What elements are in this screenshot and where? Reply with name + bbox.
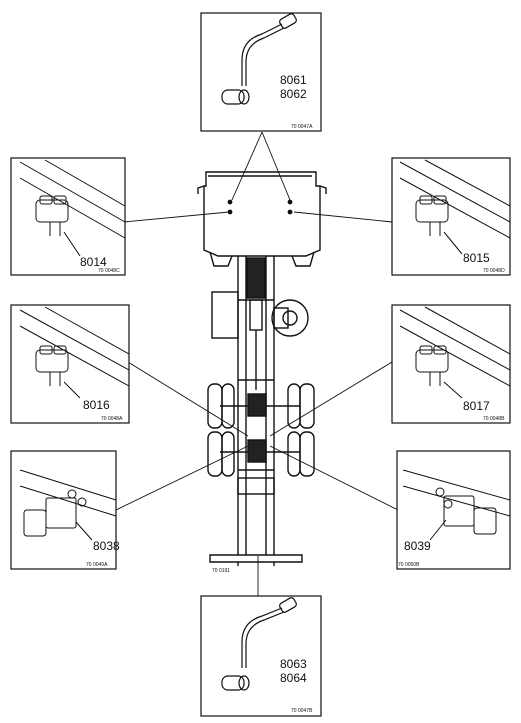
panel-8017: 8017 70 0048B bbox=[391, 304, 511, 424]
truck-chassis bbox=[197, 171, 327, 566]
leader-8039 bbox=[269, 445, 399, 511]
leader-lines bbox=[115, 131, 399, 596]
label-8017: 8017 bbox=[463, 399, 490, 413]
solenoid-valve-illustration bbox=[402, 469, 511, 541]
panel-8016: 8016 70 0048A bbox=[10, 304, 130, 424]
panel-8014-ref: 70 0048C bbox=[98, 268, 120, 274]
leader-8016 bbox=[127, 361, 249, 437]
cab-outline bbox=[197, 171, 327, 267]
chassis-ref: 70 0191 bbox=[212, 568, 230, 574]
panel-8038: 8038 70 0049A bbox=[10, 450, 120, 570]
panel-bottom-ref: 70 0047B bbox=[291, 708, 313, 714]
panel-8016-ref: 70 0048A bbox=[101, 416, 123, 422]
rear-cross-member bbox=[209, 554, 303, 566]
label-8038: 8038 bbox=[93, 539, 120, 553]
label-8016: 8016 bbox=[83, 398, 110, 412]
leader-top-left bbox=[231, 131, 263, 201]
label-8061: 8061 bbox=[280, 73, 307, 87]
leader-top-right bbox=[261, 131, 291, 201]
panel-8014: 8014 70 0048C bbox=[10, 157, 126, 276]
panel-top: 8061 8062 70 0047A bbox=[200, 12, 322, 132]
label-8015: 8015 bbox=[463, 251, 490, 265]
label-8039: 8039 bbox=[404, 539, 431, 553]
speed-sensor-illustration bbox=[221, 597, 297, 691]
sensor-points bbox=[227, 199, 293, 215]
panel-8039-ref: 70 0050B bbox=[398, 562, 420, 568]
leader-8038 bbox=[115, 445, 249, 511]
panel-bottom: 8063 8064 70 0047B bbox=[200, 595, 322, 717]
label-8062: 8062 bbox=[280, 87, 307, 101]
label-8014: 8014 bbox=[80, 255, 107, 269]
leader-8014 bbox=[123, 211, 230, 223]
label-8064: 8064 bbox=[280, 671, 307, 685]
spare-wheel bbox=[271, 299, 309, 337]
panel-8015-ref: 70 0048D bbox=[483, 268, 505, 274]
pressure-sensor-illustration bbox=[19, 159, 126, 257]
leader-8015 bbox=[293, 211, 393, 223]
panel-8017-ref: 70 0048B bbox=[483, 416, 505, 422]
panel-8038-ref: 70 0049A bbox=[86, 562, 108, 568]
solenoid-valve-illustration bbox=[19, 469, 117, 541]
speed-sensor-illustration bbox=[221, 13, 297, 105]
pressure-sensor-illustration bbox=[19, 306, 130, 399]
rear-axles bbox=[207, 383, 315, 495]
pressure-sensor-illustration bbox=[399, 159, 511, 255]
label-8063: 8063 bbox=[280, 657, 307, 671]
battery-box bbox=[211, 291, 239, 339]
engine-gearbox bbox=[246, 257, 266, 390]
panel-top-ref: 70 0047A bbox=[291, 124, 313, 130]
pressure-sensor-illustration bbox=[399, 306, 511, 399]
panel-8039: 8039 70 0050B bbox=[396, 450, 511, 570]
leader-8017 bbox=[269, 361, 393, 437]
panel-8015: 8015 70 0048D bbox=[391, 157, 511, 276]
